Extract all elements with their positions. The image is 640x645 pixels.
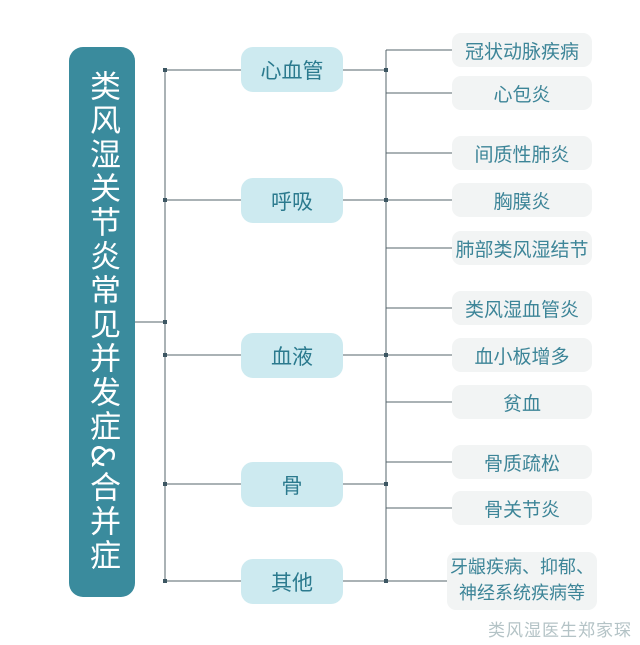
branch-cardiovascular: 心血管	[241, 47, 343, 92]
branch-blood: 血液	[241, 333, 343, 378]
leaf-pleurisy: 胸膜炎	[452, 183, 592, 217]
root-node-title: 类风湿关节炎常见并发症&合并症	[69, 47, 135, 597]
leaf-rheumatoid-vasculitis: 类风湿血管炎	[452, 291, 592, 325]
branch-bone: 骨	[241, 462, 343, 507]
leaf-pericarditis: 心包炎	[452, 76, 592, 110]
leaf-interstitial-pneumonia: 间质性肺炎	[452, 136, 592, 170]
leaf-coronary-artery-disease: 冠状动脉疾病	[452, 33, 592, 67]
leaf-osteoporosis: 骨质疏松	[452, 445, 592, 479]
leaf-anemia: 贫血	[452, 385, 592, 419]
branch-other: 其他	[241, 559, 343, 604]
leaf-osteoarthritis: 骨关节炎	[452, 491, 592, 525]
leaf-thrombocytosis: 血小板增多	[452, 338, 592, 372]
leaf-other-diseases: 牙龈疾病、抑郁、神经系统疾病等	[447, 552, 597, 610]
leaf-pulmonary-rheumatoid-nodules: 肺部类风湿结节	[452, 231, 592, 265]
branch-respiratory: 呼吸	[241, 178, 343, 223]
watermark-text: 类风湿医生郑家琛	[488, 621, 632, 641]
